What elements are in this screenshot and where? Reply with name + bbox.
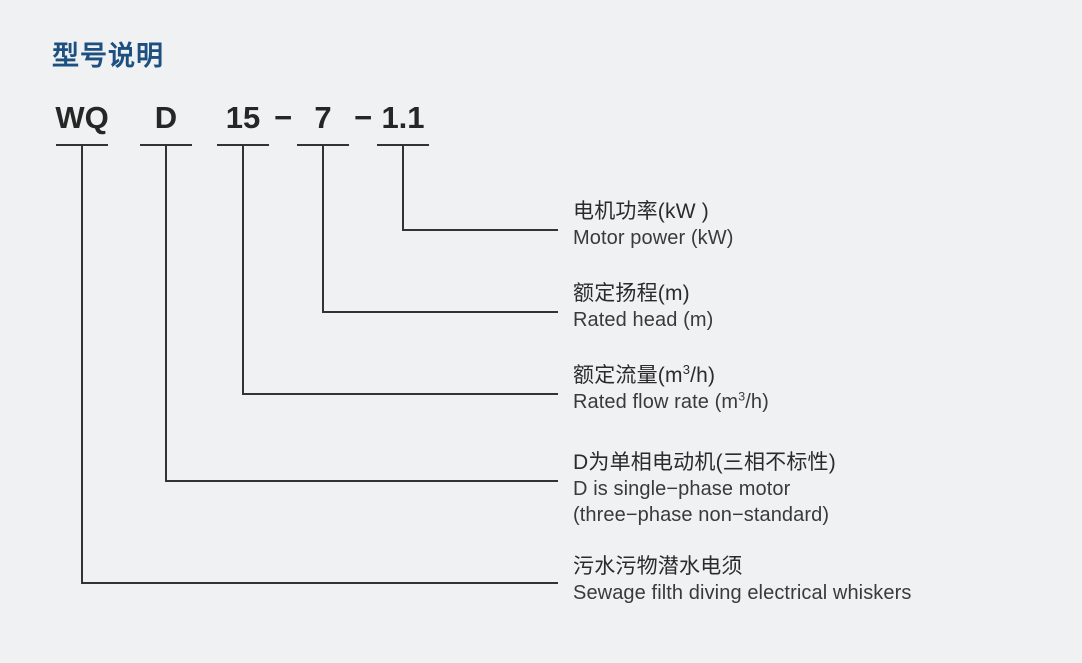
- callout-rated-head: 额定扬程(m) Rated head (m): [573, 280, 713, 333]
- callout-rated-flow-rate-en-pre: Rated flow rate (m: [573, 391, 739, 413]
- callout-rated-flow-rate-en-post: /h): [745, 391, 769, 413]
- callout-motor-power: 电机功率(kW ) Motor power (kW): [573, 198, 734, 251]
- model-token-d: D: [154, 100, 178, 135]
- callout-rated-flow-rate-cn-post: /h): [690, 364, 716, 387]
- callout-rated-head-en: Rated head (m): [573, 309, 714, 331]
- callout-motor-power-en: Motor power (kW): [573, 227, 734, 249]
- leader-rated-flow-rate: [242, 145, 558, 395]
- callout-sewage-pump-cn: 污水污物潜水电须: [573, 555, 743, 578]
- model-token-7: 7: [314, 100, 332, 135]
- callout-rated-flow-rate-en: Rated flow rate (m3/h): [573, 389, 769, 415]
- leader-sewage-pump: [81, 145, 558, 584]
- model-token-1-1: 1.1: [381, 100, 425, 135]
- callout-single-phase-motor-en-line1: D is single−phase motor: [573, 478, 791, 500]
- callout-rated-flow-rate: 额定流量(m3/h) Rated flow rate (m3/h): [573, 362, 769, 415]
- callout-sewage-pump-en: Sewage filth diving electrical whiskers: [573, 582, 912, 604]
- model-separator-1: −: [273, 100, 293, 135]
- callout-single-phase-motor-en-line2: (three−phase non−standard): [573, 504, 830, 526]
- callout-motor-power-cn: 电机功率(kW ): [573, 200, 709, 223]
- model-token-wq: WQ: [55, 100, 109, 135]
- leader-motor-power: [402, 145, 558, 231]
- callout-rated-flow-rate-cn-pre: 额定流量(m: [573, 364, 683, 387]
- callout-rated-flow-rate-en-sup: 3: [738, 389, 746, 404]
- callout-single-phase-motor-cn: D为单相电动机(三相不标性): [573, 451, 836, 474]
- callout-rated-head-cn: 额定扬程(m): [573, 282, 690, 305]
- page-title: 型号说明: [52, 41, 164, 71]
- leader-single-phase-motor: [165, 145, 558, 482]
- callout-rated-flow-rate-cn-sup: 3: [682, 362, 691, 377]
- leader-rated-head: [322, 145, 558, 313]
- model-code-row: WQ D 15 − 7 − 1.1: [0, 98, 1082, 144]
- model-token-15: 15: [225, 100, 261, 135]
- callout-rated-flow-rate-cn: 额定流量(m3/h): [573, 362, 769, 389]
- callout-single-phase-motor: D为单相电动机(三相不标性) D is single−phase motor (…: [573, 449, 836, 528]
- callout-sewage-pump: 污水污物潜水电须 Sewage filth diving electrical …: [573, 553, 912, 606]
- model-separator-2: −: [353, 100, 373, 135]
